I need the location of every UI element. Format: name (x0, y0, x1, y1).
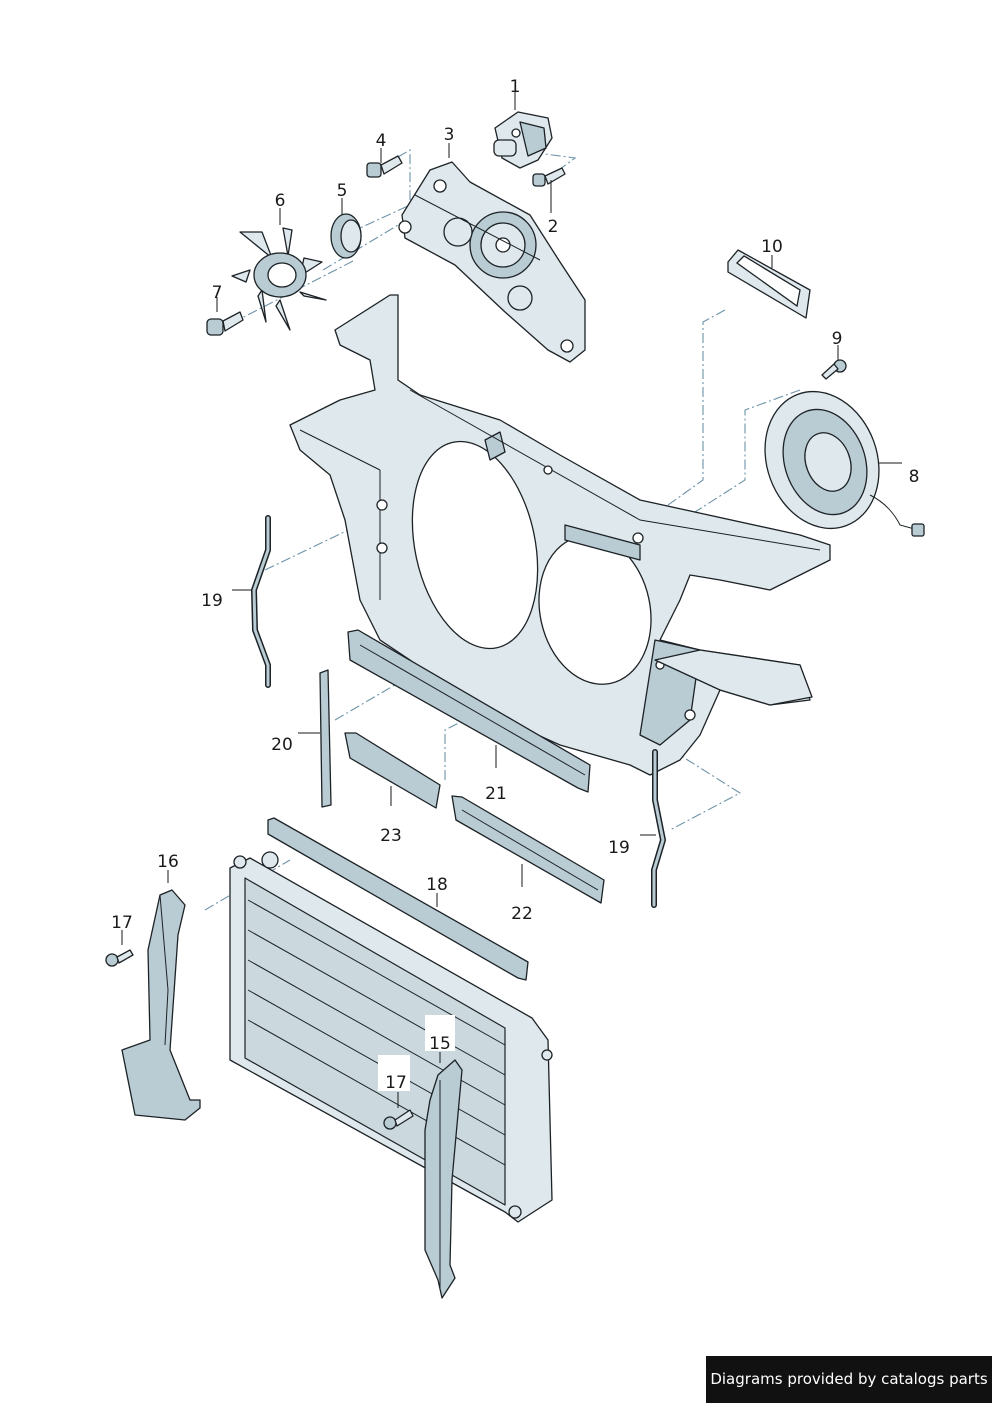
part-2-bolt (532, 167, 566, 187)
part-9-screw (821, 359, 847, 380)
part-4-bolt (366, 155, 403, 178)
callout-15: 15 (429, 1034, 451, 1054)
callout-4: 4 (376, 131, 387, 151)
part-19-strip-right (651, 749, 667, 908)
callout-18: 18 (426, 875, 448, 895)
part-19-strip-left (250, 515, 271, 688)
part-22-air-guide (451, 795, 605, 904)
callout-15-backing (425, 1015, 455, 1051)
callout-8: 8 (909, 467, 920, 487)
part-10-seal (727, 249, 811, 319)
callout-labels: 1 2 3 4 5 6 7 8 9 10 15 16 17 17 18 19 1… (111, 77, 919, 1093)
callout-22: 22 (511, 904, 533, 924)
callout-1: 1 (510, 77, 521, 97)
part-15-side-panel (424, 1059, 463, 1299)
credit-banner: Diagrams provided by catalogs parts (706, 1356, 992, 1403)
part-17-screw-left (105, 949, 134, 967)
callout-16: 16 (157, 852, 179, 872)
callout-10: 10 (761, 237, 783, 257)
part-5-coupling (330, 213, 362, 259)
callout-19-left: 19 (201, 591, 223, 611)
part-3-bracket-assembly (398, 161, 586, 363)
part-16-side-panel (121, 889, 201, 1121)
part-23-air-guide (344, 732, 441, 809)
radiator (229, 851, 553, 1223)
callout-17b-backing (378, 1055, 410, 1091)
part-7-bolt (206, 311, 244, 336)
part-1-housing (493, 111, 553, 169)
callout-6: 6 (275, 191, 286, 211)
part-20-seal-strip (319, 669, 332, 808)
part-17-screw-right (383, 1109, 414, 1130)
front-carrier-frame (289, 294, 831, 776)
callout-17-left: 17 (111, 913, 133, 933)
callout-7: 7 (212, 283, 223, 303)
callout-9: 9 (832, 329, 843, 349)
part-21-air-guide (347, 629, 591, 793)
part-8-auxiliary-fan (764, 390, 925, 537)
callout-leaders (121, 92, 902, 1108)
callout-17-right: 17 (385, 1073, 407, 1093)
callout-21: 21 (485, 784, 507, 804)
callout-2: 2 (548, 217, 559, 237)
callout-23: 23 (380, 826, 402, 846)
callout-20: 20 (271, 735, 293, 755)
part-6-fan (231, 227, 327, 331)
callout-3: 3 (444, 125, 455, 145)
callout-5: 5 (337, 181, 348, 201)
callout-19-right: 19 (608, 838, 630, 858)
part-18-seal-strip (267, 817, 529, 981)
